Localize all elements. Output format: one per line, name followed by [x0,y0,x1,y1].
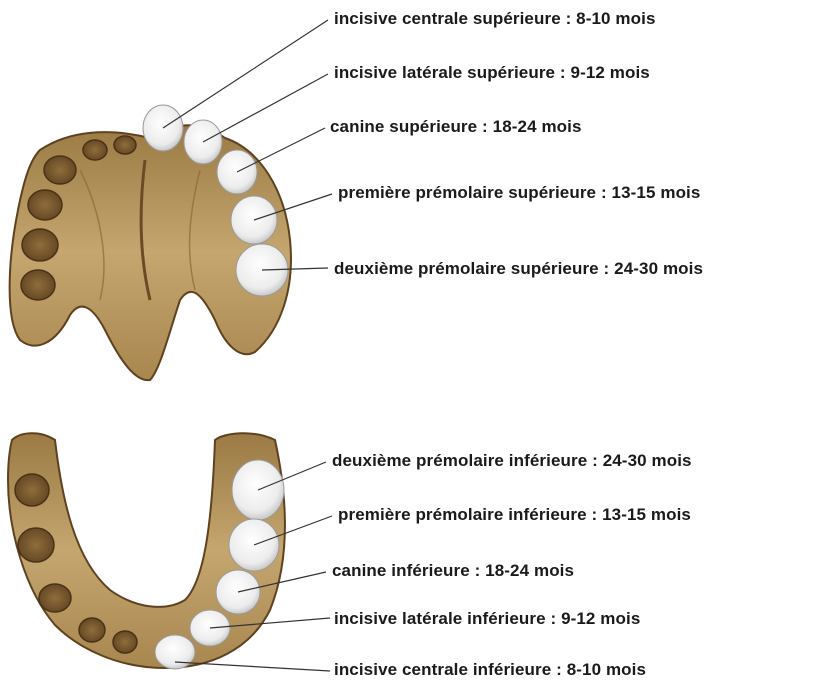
label-name: deuxième prémolaire supérieure [334,259,599,278]
leader-line [203,74,328,142]
label-age: 13-15 mois [602,505,691,524]
label-name: première prémolaire supérieure [338,183,596,202]
lower-jaw [8,433,332,671]
lower-molar [18,528,54,562]
leader-line [163,20,328,128]
label-lower-first-premolar: première prémolaire inférieure : 13-15 m… [338,505,691,525]
label-name: première prémolaire inférieure [338,505,587,524]
label-name: incisive centrale supérieure [334,9,561,28]
label-name: canine inférieure [332,561,470,580]
upper-molar [22,229,58,261]
upper-jaw [10,20,332,380]
upper-molar [44,156,76,184]
label-upper-canine: canine supérieure : 18-24 mois [330,117,582,137]
lower-molar [15,474,49,506]
label-upper-central-incisor: incisive centrale supérieure : 8-10 mois [334,9,656,29]
label-name: canine supérieure [330,117,477,136]
upper-molar [83,140,107,160]
lower-molar [113,631,137,653]
upper-molar [21,270,55,300]
label-name: deuxième prémolaire inférieure [332,451,587,470]
label-name: incisive centrale inférieure [334,660,551,679]
label-name: incisive latérale supérieure [334,63,555,82]
label-age: 18-24 mois [485,561,574,580]
label-upper-second-premolar: deuxième prémolaire supérieure : 24-30 m… [334,259,703,279]
leader-line [237,128,325,172]
label-upper-lateral-incisor: incisive latérale supérieure : 9-12 mois [334,63,650,83]
upper-molar [114,136,136,154]
label-lower-central-incisor: incisive centrale inférieure : 8-10 mois [334,660,646,680]
label-name: incisive latérale inférieure [334,609,546,628]
label-age: 18-24 mois [493,117,582,136]
label-age: 8-10 mois [567,660,646,679]
upper-molar [28,190,62,220]
label-age: 24-30 mois [603,451,692,470]
lower-molar [39,584,71,612]
label-lower-canine: canine inférieure : 18-24 mois [332,561,574,581]
label-age: 8-10 mois [576,9,655,28]
lower-molar [79,618,105,642]
label-lower-lateral-incisor: incisive latérale inférieure : 9-12 mois [334,609,640,629]
label-upper-first-premolar: première prémolaire supérieure : 13-15 m… [338,183,700,203]
label-age: 9-12 mois [571,63,650,82]
label-lower-second-premolar: deuxième prémolaire inférieure : 24-30 m… [332,451,692,471]
lower-central-incisor-tooth [155,635,195,669]
leader-line [175,662,330,671]
label-age: 24-30 mois [614,259,703,278]
label-age: 9-12 mois [561,609,640,628]
label-age: 13-15 mois [612,183,701,202]
